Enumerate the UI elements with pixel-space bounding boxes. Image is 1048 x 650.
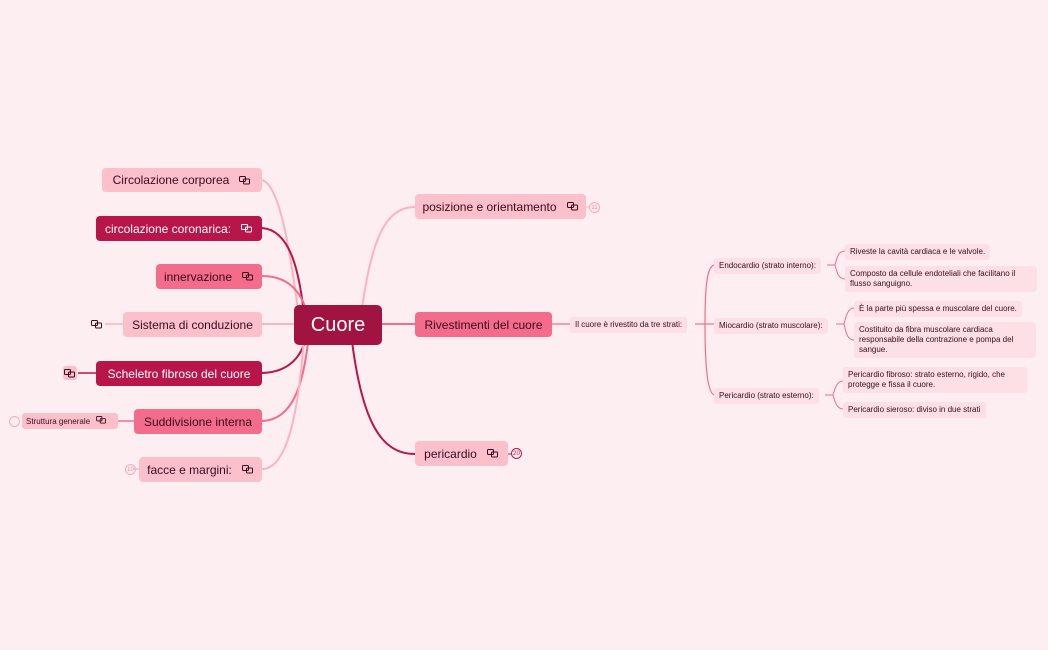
topic-label: innervazione bbox=[163, 269, 233, 284]
link-icon[interactable] bbox=[566, 202, 579, 211]
link-icon[interactable] bbox=[96, 416, 107, 426]
note-text: Costituito da fibra muscolare cardiaca r… bbox=[859, 325, 1014, 354]
topic-innervazione[interactable]: innervazione bbox=[156, 264, 262, 289]
note-pericardio-2[interactable]: Pericardio sieroso: diviso in due strati bbox=[843, 402, 986, 418]
subtopic-label: Il cuore è rivestito da tre strati: bbox=[575, 320, 683, 329]
link-icon[interactable] bbox=[486, 449, 499, 458]
collapse-badge[interactable] bbox=[9, 416, 20, 427]
layer-pericardio[interactable]: Pericardio (strato esterno): bbox=[714, 388, 819, 404]
subtopic-tre-strati[interactable]: Il cuore è rivestito da tre strati: bbox=[570, 317, 688, 333]
subtopic-struttura-generale[interactable]: Struttura generale bbox=[22, 413, 118, 429]
link-icon[interactable] bbox=[241, 224, 253, 233]
topic-label: Sistema di conduzione bbox=[132, 317, 253, 332]
topic-posizione-e-orientamento[interactable]: posizione e orientamento bbox=[415, 194, 586, 219]
topic-rivestimenti-del-cuore[interactable]: Rivestimenti del cuore bbox=[415, 312, 552, 337]
note-text: Riveste la cavità cardiaca e le valvole. bbox=[850, 247, 986, 256]
note-miocardio-2[interactable]: Costituito da fibra muscolare cardiaca r… bbox=[854, 322, 1036, 358]
link-icon[interactable] bbox=[90, 317, 104, 331]
layer-miocardio[interactable]: Miocardio (strato muscolare): bbox=[714, 318, 828, 334]
topic-label: pericardio bbox=[424, 446, 477, 461]
subtopic-label: Struttura generale bbox=[26, 416, 91, 426]
central-topic-cuore[interactable]: Cuore bbox=[294, 305, 382, 345]
topic-circolazione-corporea[interactable]: Circolazione corporea bbox=[102, 168, 262, 192]
note-text: Pericardio sieroso: diviso in due strati bbox=[848, 405, 981, 414]
note-text: Composto da cellule endoteliali che faci… bbox=[850, 269, 1016, 288]
topic-suddivisione-interna[interactable]: Suddivisione interna bbox=[134, 409, 262, 434]
note-pericardio-1[interactable]: Pericardio fibroso: strato esterno, rigi… bbox=[843, 367, 1027, 393]
collapsed-count-badge[interactable]: 20 bbox=[511, 448, 522, 459]
topic-pericardio[interactable]: pericardio bbox=[415, 441, 508, 466]
topic-label: Scheletro fibroso del cuore bbox=[107, 366, 251, 381]
link-icon[interactable] bbox=[63, 366, 77, 380]
topic-label: Suddivisione interna bbox=[143, 414, 253, 429]
layer-label: Pericardio (strato esterno): bbox=[719, 391, 814, 400]
link-icon[interactable] bbox=[241, 465, 254, 474]
topic-label: posizione e orientamento bbox=[422, 199, 557, 214]
topic-label: circolazione coronarica: bbox=[104, 221, 232, 236]
topic-facce-e-margini[interactable]: facce e margini: bbox=[139, 457, 262, 482]
note-text: Pericardio fibroso: strato esterno, rigi… bbox=[848, 370, 1005, 389]
layer-label: Endocardio (strato interno): bbox=[719, 261, 816, 270]
note-miocardio-1[interactable]: È la parte più spessa e muscolare del cu… bbox=[854, 301, 1022, 317]
topic-scheletro-fibroso[interactable]: Scheletro fibroso del cuore bbox=[96, 361, 262, 386]
note-endocardio-2[interactable]: Composto da cellule endoteliali che faci… bbox=[845, 266, 1037, 292]
topic-circolazione-coronarica[interactable]: circolazione coronarica: bbox=[96, 216, 262, 241]
note-text: È la parte più spessa e muscolare del cu… bbox=[859, 304, 1017, 313]
topic-label: Rivestimenti del cuore bbox=[424, 317, 543, 332]
layer-endocardio[interactable]: Endocardio (strato interno): bbox=[714, 258, 821, 274]
link-icon[interactable] bbox=[239, 175, 251, 185]
topic-sistema-di-conduzione[interactable]: Sistema di conduzione bbox=[123, 312, 262, 337]
note-endocardio-1[interactable]: Riveste la cavità cardiaca e le valvole. bbox=[845, 244, 991, 260]
topic-label: facce e margini: bbox=[147, 462, 232, 477]
topic-label: Circolazione corporea bbox=[112, 173, 230, 187]
collapsed-count-badge[interactable]: 11 bbox=[589, 202, 600, 213]
link-icon[interactable] bbox=[242, 272, 254, 281]
layer-label: Miocardio (strato muscolare): bbox=[719, 321, 823, 330]
collapsed-count-badge[interactable]: 10 bbox=[125, 464, 136, 475]
